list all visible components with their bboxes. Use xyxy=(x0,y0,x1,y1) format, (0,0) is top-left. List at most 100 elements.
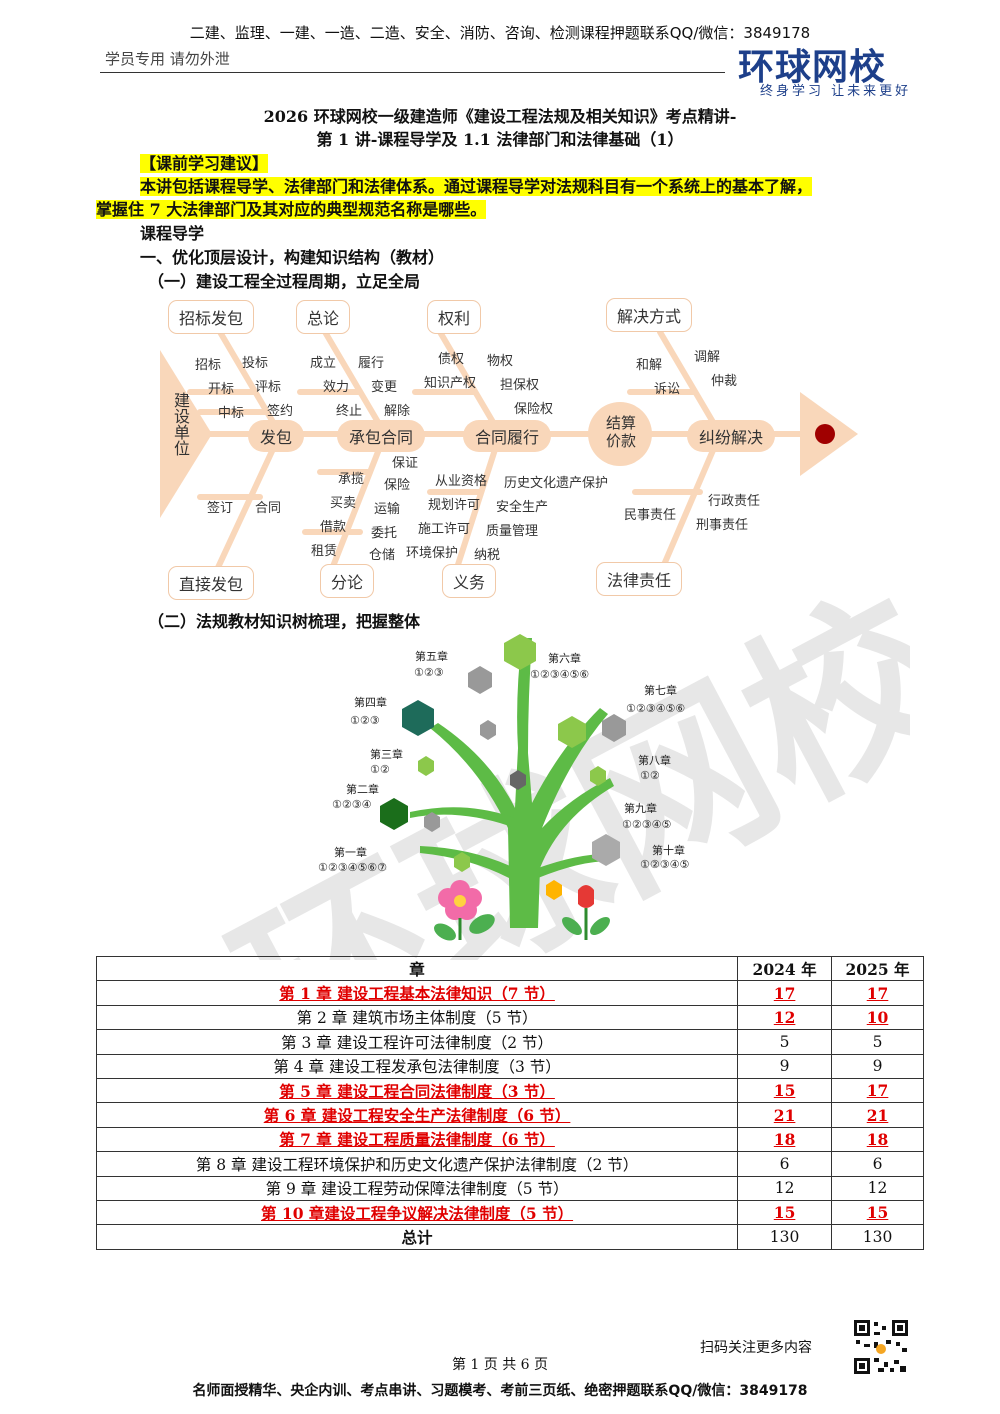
lbl-shigongxuke: 施工许可 xyxy=(418,522,471,537)
lbl-huanjingbaohu: 环境保护 xyxy=(406,546,459,561)
doc-title-line2: 第 1 讲-课程导学及 1.1 法律部门和法律基础（1） xyxy=(316,130,684,149)
lbl-zhongzhi: 终止 xyxy=(336,404,363,419)
lbl-anquanshengchan: 安全生产 xyxy=(496,500,549,515)
fishbone-lines xyxy=(160,329,858,577)
lbl-zulin: 租赁 xyxy=(311,544,338,559)
box-specific: 分论 xyxy=(320,564,375,598)
section-sub2: （二）法规教材知识树梳理，把握整体 xyxy=(148,612,421,631)
lbl-xingzhengzeren: 行政责任 xyxy=(708,494,761,509)
lbl-xiaoli: 效力 xyxy=(323,380,350,395)
lbl-susong: 诉讼 xyxy=(654,382,681,397)
lbl-weituo: 委托 xyxy=(371,526,398,541)
total-label: 总计 xyxy=(95,1224,739,1250)
chapter-cell: 第 1 章 建设工程基本法律知识（7 节） xyxy=(95,980,739,1006)
chapter-cell: 第 9 章 建设工程劳动保障法律制度（5 节） xyxy=(95,1175,739,1201)
score-2025-cell: 12 xyxy=(831,1175,924,1201)
score-2025-cell: 18 xyxy=(831,1126,924,1153)
tree-ch1-nums: ①②③④⑤⑥⑦ xyxy=(318,861,388,874)
lbl-zhongcai: 仲裁 xyxy=(711,374,738,389)
chapter-cell: 第 5 章 建设工程合同法律制度（3 节） xyxy=(95,1077,739,1104)
brand-slogan: 终身学习 让未来更好 xyxy=(760,84,912,99)
chapter-cell: 第 2 章 建筑市场主体制度（5 节） xyxy=(95,1004,739,1031)
section-sub1: （一）建设工程全过程周期，立足全局 xyxy=(148,272,421,291)
score-2024-cell: 12 xyxy=(737,1004,833,1031)
score-2025-cell: 9 xyxy=(831,1053,924,1079)
tree-ch10: 第十章 xyxy=(652,844,685,857)
header-rule xyxy=(100,72,725,73)
total-2025: 130 xyxy=(831,1224,924,1250)
box-liability: 法律责任 xyxy=(596,562,683,596)
tree-ch3-nums: ①② xyxy=(370,763,390,776)
page-number: 第 1 页 共 6 页 xyxy=(451,1357,549,1373)
tree-graphic xyxy=(380,634,626,941)
chapter-cell: 第 7 章 建设工程质量法律制度（6 节） xyxy=(95,1126,739,1153)
score-2024-cell: 6 xyxy=(737,1151,833,1177)
col-2024: 2024 年 xyxy=(737,955,833,982)
score-2024-cell: 17 xyxy=(737,980,833,1006)
lbl-zhongbiao: 中标 xyxy=(218,406,245,421)
lbl-baozheng: 保证 xyxy=(392,456,419,471)
score-2025-cell: 10 xyxy=(831,1004,924,1031)
fish-eye xyxy=(815,424,835,444)
lbl-lvxing: 履行 xyxy=(358,356,385,371)
student-note: 学员专用 请勿外泄 xyxy=(105,50,230,68)
lbl-biangeng: 变更 xyxy=(371,380,398,395)
chapter-cell: 第 6 章 建设工程安全生产法律制度（6 节） xyxy=(95,1102,739,1128)
advice-text-2: 掌握住 7 大法律部门及其对应的典型规范名称是哪些。 xyxy=(96,200,487,219)
tree-ch8-nums: ①② xyxy=(640,769,660,782)
lbl-cangchu: 仓储 xyxy=(369,548,396,563)
tree-ch8: 第八章 xyxy=(638,754,671,767)
node-dispute: 纠纷解决 xyxy=(687,420,776,452)
score-2025-cell: 21 xyxy=(831,1102,924,1128)
lbl-minshizeren: 民事责任 xyxy=(624,508,677,523)
chapter-cell: 第 4 章 建设工程发承包法律制度（3 节） xyxy=(95,1053,739,1079)
tree-ch7-nums: ①②③④⑤⑥ xyxy=(626,702,686,715)
lbl-maimai: 买卖 xyxy=(330,496,357,511)
total-2024: 130 xyxy=(737,1224,833,1250)
lbl-qianding: 签订 xyxy=(207,501,234,516)
lbl-baoxianquan: 保险权 xyxy=(514,402,554,417)
tree-ch4: 第四章 xyxy=(354,696,387,709)
chapter-cell: 第 10 章建设工程争议解决法律制度（5 节） xyxy=(95,1199,739,1226)
score-2025-cell: 6 xyxy=(831,1151,924,1177)
lbl-lishiwenhua: 历史文化遗产保护 xyxy=(504,476,609,491)
section-part1: 一、优化顶层设计，构建知识结构（教材） xyxy=(140,248,445,267)
score-2025-cell: 15 xyxy=(831,1199,924,1226)
lbl-pingbiao: 评标 xyxy=(255,380,282,395)
score-2024-cell: 15 xyxy=(737,1199,833,1226)
fish-head-label: 建设单位 xyxy=(171,392,190,456)
chapter-cell: 第 3 章 建设工程许可法律制度（2 节） xyxy=(95,1029,739,1055)
node-contract: 承包合同 xyxy=(337,420,426,452)
table-total-row: 总计 130 130 xyxy=(95,1224,924,1250)
lbl-chenglan: 承揽 xyxy=(338,472,365,487)
top-contact-line: 二建、监理、一建、一造、二造、安全、消防、咨询、检测课程押题联系QQ/微信：38… xyxy=(189,24,811,42)
tree-ch1: 第一章 xyxy=(334,846,367,859)
lbl-hejie: 和解 xyxy=(636,358,663,373)
tree-ch5-nums: ①②③ xyxy=(414,666,444,679)
lbl-congyezige: 从业资格 xyxy=(435,474,488,489)
score-2024-cell: 15 xyxy=(737,1077,833,1104)
knowledge-tree: 第一章 ①②③④⑤⑥⑦ 第二章 ①②③④ 第三章 ①② 第四章 ①②③ 第五章 … xyxy=(310,628,730,948)
lbl-jiekuan: 借款 xyxy=(320,520,347,535)
lbl-zhaobiao: 招标 xyxy=(195,358,222,373)
box-resolution: 解决方式 xyxy=(606,298,693,332)
box-duties: 义务 xyxy=(442,564,497,598)
score-2025-cell: 17 xyxy=(831,980,924,1006)
node-performance: 合同履行 xyxy=(463,420,552,452)
col-chapter: 章 xyxy=(95,955,739,982)
advice-heading: 【课前学习建议】 xyxy=(140,154,269,173)
chapter-cell: 第 8 章 建设工程环境保护和历史文化遗产保护法律制度（2 节） xyxy=(95,1151,739,1177)
settlement-node xyxy=(588,402,652,466)
lbl-baoxian: 保险 xyxy=(384,478,411,493)
score-2024-cell: 5 xyxy=(737,1029,833,1055)
lbl-qianyue: 签约 xyxy=(267,404,294,419)
lbl-yunshu: 运输 xyxy=(374,502,401,517)
node-issue: 发包 xyxy=(248,420,305,452)
